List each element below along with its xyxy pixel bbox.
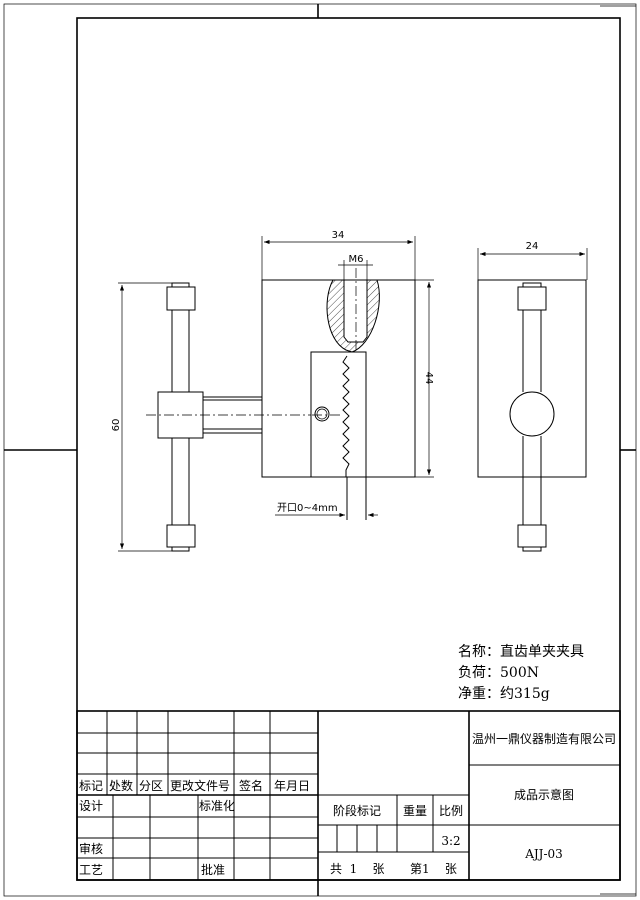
header-signature: 签名 (239, 778, 263, 793)
dimension-24-label: 24 (526, 241, 539, 252)
drawing-number: AJJ-03 (524, 847, 563, 861)
dimension-44-label: 44 (423, 372, 434, 385)
header-date: 年月日 (274, 779, 310, 793)
clamp-front-view (261, 268, 416, 520)
dimension-60: 60 (111, 282, 172, 552)
label-approval: 批准 (201, 862, 225, 877)
sheet-number: 第1 张 (410, 862, 457, 876)
title-block: 标记 处数 分区 更改文件号 签名 年月日 设计 标准化 审核 工艺 批准 阶段… (76, 710, 621, 881)
dimension-24: 24 (477, 241, 588, 280)
product-load: 负荷：500N (458, 665, 539, 681)
dimension-m6: M6 (338, 254, 373, 280)
label-standardization: 标准化 (199, 799, 235, 813)
label-design: 设计 (79, 799, 103, 813)
handle-side-view (146, 282, 335, 552)
label-ratio: 比例 (439, 804, 463, 818)
company-name: 温州一鼎仪器制造有限公司 (472, 732, 616, 746)
header-zone: 分区 (139, 779, 163, 793)
label-weight: 重量 (403, 804, 427, 818)
dimension-opening-label: 开口0~4mm (277, 503, 338, 514)
sheets-total: 共 1 张 (330, 862, 385, 876)
label-review: 审核 (79, 841, 103, 856)
dimension-44: 44 (415, 279, 434, 478)
header-mark: 标记 (79, 779, 103, 793)
dimension-m6-label: M6 (349, 254, 364, 265)
dimension-34: 34 (261, 230, 416, 280)
product-weight: 净重：约315g (458, 686, 550, 702)
scale-value: 3:2 (441, 834, 460, 848)
product-name: 名称：直齿单夹夹具 (458, 643, 584, 660)
drawing-title: 成品示意图 (514, 787, 574, 802)
label-process: 工艺 (79, 863, 103, 877)
dimension-60-label: 60 (111, 419, 122, 432)
dimension-opening: 开口0~4mm (275, 503, 378, 518)
clamp-side-view (477, 279, 587, 552)
header-change-doc: 更改文件号 (170, 778, 230, 793)
label-stage-mark: 阶段标记 (333, 803, 381, 818)
header-count: 处数 (109, 778, 133, 793)
dimension-34-label: 34 (332, 230, 345, 241)
